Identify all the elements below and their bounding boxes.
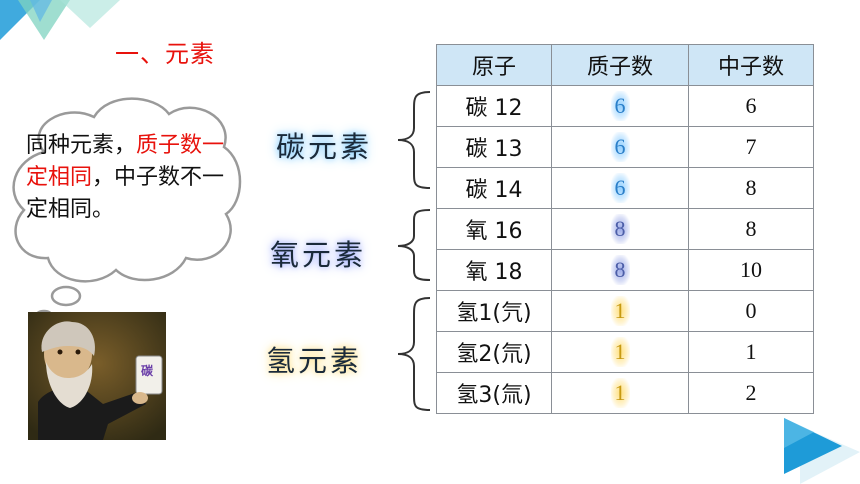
header-neutrons: 中子数 (688, 44, 814, 86)
cell-protons: 8 (551, 249, 689, 291)
header-protons: 质子数 (551, 44, 689, 86)
brace-carbon (397, 91, 431, 189)
next-arrow-icon[interactable] (770, 408, 860, 484)
grouping-braces (397, 91, 431, 411)
card-label: 碳 (141, 364, 154, 378)
cell-atom: 氢1(氕) (436, 290, 552, 332)
header-atom: 原子 (436, 44, 552, 86)
cell-neutrons: 10 (688, 249, 814, 291)
bubble-text-part: 同种元素， (26, 133, 137, 158)
table-row: 氢2(氘) 1 1 (436, 331, 814, 373)
table-row: 碳 12 6 6 (436, 85, 814, 127)
brace-hydrogen (397, 297, 431, 411)
cell-protons: 1 (551, 290, 689, 332)
cell-atom: 氧 16 (436, 208, 552, 250)
cell-atom: 氢3(氚) (436, 372, 552, 414)
table-row: 碳 13 6 7 (436, 126, 814, 168)
proton-value: 1 (610, 378, 630, 408)
isotope-table: 原子 质子数 中子数 碳 12 6 6 碳 13 6 7 碳 14 6 8 氧 … (436, 44, 814, 414)
cell-atom: 氧 18 (436, 249, 552, 291)
cell-protons: 8 (551, 208, 689, 250)
proton-value: 6 (610, 173, 630, 203)
bubble-text-emphasis: 质子数一定相同 (26, 133, 225, 190)
cell-protons: 1 (551, 331, 689, 373)
cell-neutrons: 8 (688, 167, 814, 209)
section-title: 一、元素 (115, 40, 215, 68)
table-row: 氧 16 8 8 (436, 208, 814, 250)
table-row: 氧 18 8 10 (436, 249, 814, 291)
group-label-oxygen: 氧元素 (270, 238, 367, 272)
proton-value: 6 (610, 91, 630, 121)
cell-atom: 碳 12 (436, 85, 552, 127)
cell-neutrons: 8 (688, 208, 814, 250)
bubble-text-part: ，中子数不一定相同。 (26, 165, 225, 222)
proton-value: 1 (610, 337, 630, 367)
cell-atom: 氢2(氘) (436, 331, 552, 373)
cell-protons: 6 (551, 126, 689, 168)
scientist-portrait (28, 312, 166, 440)
cell-neutrons: 2 (688, 372, 814, 414)
group-label-hydrogen: 氢元素 (266, 344, 363, 378)
cell-neutrons: 0 (688, 290, 814, 332)
group-label-carbon: 碳元素 (276, 130, 373, 164)
cell-protons: 6 (551, 85, 689, 127)
proton-value: 6 (610, 132, 630, 162)
cell-neutrons: 6 (688, 85, 814, 127)
corner-decoration (0, 0, 120, 40)
proton-value: 8 (610, 255, 630, 285)
cell-atom: 碳 14 (436, 167, 552, 209)
cell-atom: 碳 13 (436, 126, 552, 168)
cell-neutrons: 1 (688, 331, 814, 373)
proton-value: 8 (610, 214, 630, 244)
cell-protons: 1 (551, 372, 689, 414)
table-row: 氢3(氚) 1 2 (436, 372, 814, 414)
bubble-text: 同种元素，质子数一定相同，中子数不一定相同。 (26, 130, 236, 226)
table-row: 氢1(氕) 1 0 (436, 290, 814, 332)
cell-neutrons: 7 (688, 126, 814, 168)
table-row: 碳 14 6 8 (436, 167, 814, 209)
brace-oxygen (397, 209, 431, 281)
table-header-row: 原子 质子数 中子数 (436, 44, 814, 86)
cell-protons: 6 (551, 167, 689, 209)
proton-value: 1 (610, 296, 630, 326)
